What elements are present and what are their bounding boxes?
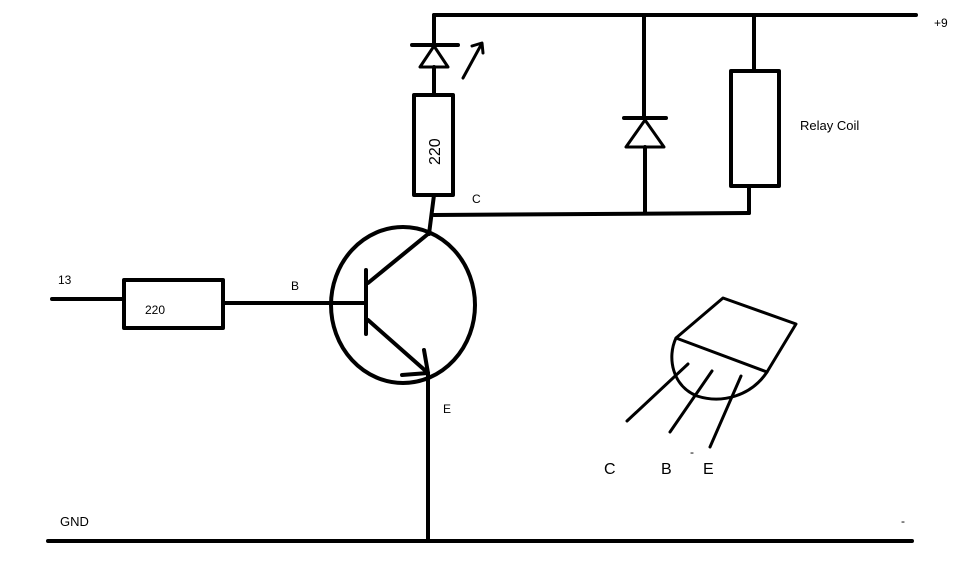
emitter-label: E xyxy=(443,402,451,416)
pin-mark: - xyxy=(690,445,694,459)
relay-coil-label: Relay Coil xyxy=(800,118,859,133)
collector-bus-wire xyxy=(432,211,751,217)
collector-label: C xyxy=(472,192,481,206)
ground-label: GND xyxy=(60,514,89,529)
led-triangle xyxy=(418,44,450,69)
transistor-emitter-lead xyxy=(366,318,430,375)
base-resistor-label: 220 xyxy=(145,303,165,317)
transistor-collector-lead xyxy=(366,232,430,285)
led-resistor-to-collector-wire xyxy=(427,193,436,236)
pin-base-lead xyxy=(668,369,714,434)
flyback-diode-triangle xyxy=(624,118,666,149)
supply-label: +9 xyxy=(934,16,948,30)
led-arrow-head xyxy=(470,41,485,55)
pin-c-label: C xyxy=(604,461,616,478)
led-arrow-shaft xyxy=(461,43,483,80)
ground-minus-label: - xyxy=(901,514,905,528)
package-top xyxy=(674,296,798,374)
pin-b-label: B xyxy=(661,461,672,478)
led-resistor-label: 220 xyxy=(427,138,444,165)
input-pin-label: 13 xyxy=(58,273,72,287)
pin-emitter-lead xyxy=(708,374,743,449)
relay-coil xyxy=(729,69,781,188)
package-body xyxy=(670,336,769,401)
transistor-package: C B E - xyxy=(604,296,798,478)
base-resistor xyxy=(122,278,225,330)
pin-collector-lead xyxy=(625,362,690,423)
transistor-body xyxy=(329,225,477,385)
base-label: B xyxy=(291,279,299,293)
pin-e-label: E xyxy=(703,461,714,478)
